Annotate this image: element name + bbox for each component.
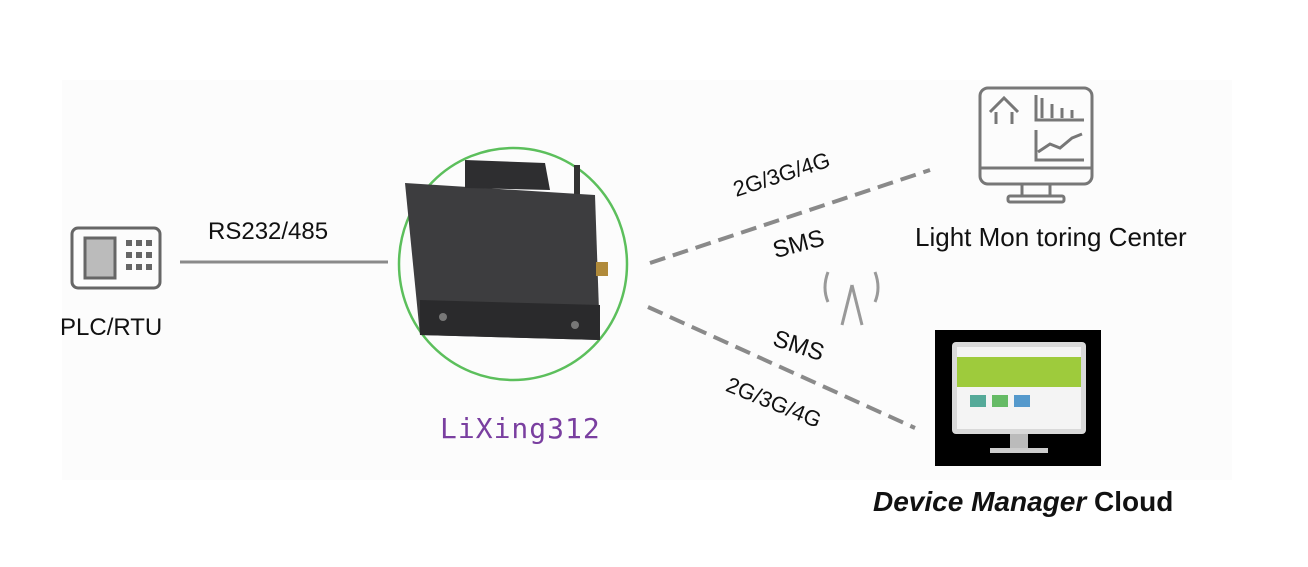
plc-label: PLC/RTU bbox=[60, 314, 163, 341]
device-manager-cloud-label: Device Manager Cloud bbox=[873, 486, 1173, 518]
plc-icon bbox=[70, 226, 162, 290]
device-manager-screen-image bbox=[935, 330, 1101, 466]
cell-tower-icon bbox=[823, 271, 880, 326]
device-highlight-circle bbox=[397, 146, 629, 382]
upper-wireless-link bbox=[649, 168, 931, 265]
device-manager-text: Device Manager bbox=[873, 486, 1087, 517]
cloud-text: Cloud bbox=[1094, 486, 1174, 517]
monitoring-center-label: Light Mon toring Center bbox=[915, 222, 1187, 252]
lower-wireless-link bbox=[647, 305, 916, 430]
monitoring-monitor-icon bbox=[978, 86, 1094, 204]
router-device-image bbox=[405, 160, 608, 340]
serial-link-label: RS232/485 bbox=[208, 218, 329, 245]
device-name-label: LiXing312 bbox=[440, 412, 601, 445]
